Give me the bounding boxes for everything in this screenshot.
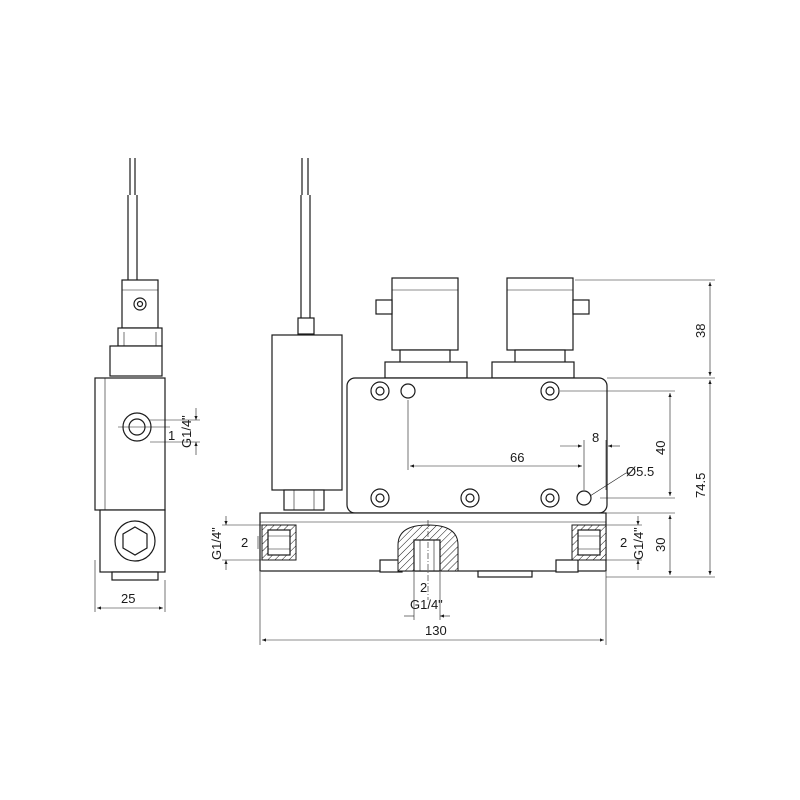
dimension-lines: 130 2 G1/4" 2 G1/4" 2 G1/4" 30 40 [209, 279, 715, 645]
solenoid-left [375, 277, 468, 379]
bottom-port-thread-label: G1/4" [410, 597, 443, 612]
side-coil-screw [133, 297, 147, 311]
top-height-label: 38 [693, 324, 708, 338]
front-cable [297, 158, 315, 335]
plate-holes [370, 381, 592, 508]
hole-diameter-label: Ø5.5 [626, 464, 654, 479]
lower-height-label: 30 [653, 538, 668, 552]
side-view: 25 1 G1/4" [94, 158, 200, 612]
solenoid-right [491, 277, 590, 379]
side-cable [127, 158, 138, 280]
left-port-section [261, 524, 297, 561]
hole-offset-label: 8 [592, 430, 599, 445]
left-port-thread-label: G1/4" [209, 527, 224, 560]
side-thread-label: G1/4" [179, 415, 194, 448]
left-port-size-label: 2 [241, 535, 248, 550]
mounting-hole [576, 490, 592, 506]
right-port-section [571, 524, 607, 561]
bottom-port-size-label: 2 [420, 580, 427, 595]
hole-spacing-h-label: 66 [510, 450, 524, 465]
front-view [259, 158, 608, 600]
side-body [94, 377, 166, 511]
hole-spacing-v-label: 40 [653, 441, 668, 455]
total-height-label: 74.5 [693, 473, 708, 498]
total-length-label: 130 [425, 623, 447, 638]
side-width-label: 25 [121, 591, 135, 606]
side-one-label: 1 [168, 428, 175, 443]
right-port-size-label: 2 [620, 535, 627, 550]
right-port-thread-label: G1/4" [631, 527, 646, 560]
front-sensor-cylinder [271, 334, 343, 491]
side-coil [121, 279, 159, 329]
